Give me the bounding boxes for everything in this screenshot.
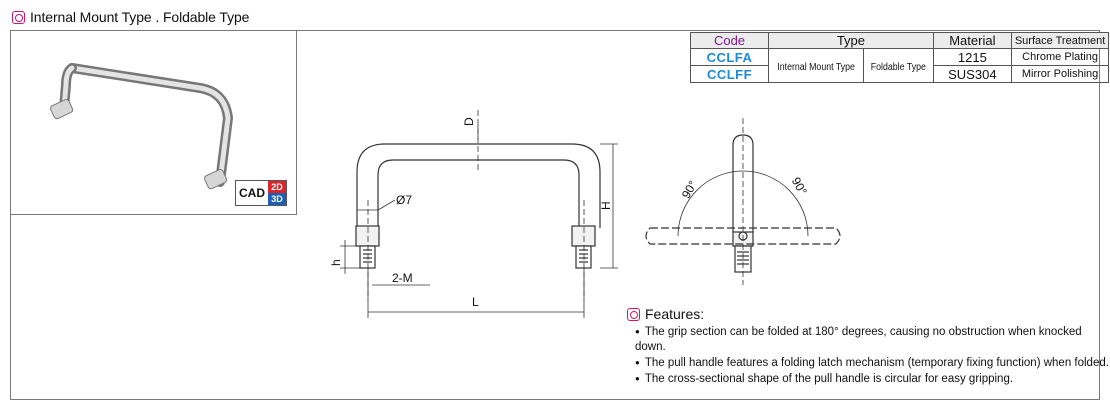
angle-right-label: 90° bbox=[789, 175, 810, 198]
features-section: Features: The grip section can be folded… bbox=[627, 306, 1110, 387]
spec-header-row: Code Type Material Surface Treatment bbox=[690, 32, 1110, 49]
table-row: CCLFF SUS304 Mirror Polishing bbox=[690, 65, 1110, 83]
section-bullet-icon bbox=[12, 10, 25, 24]
surface-cell: Chrome Plating bbox=[1010, 48, 1110, 66]
header-type: Type bbox=[768, 32, 934, 49]
spec-table: Code Type Material Surface Treatment CCL… bbox=[690, 32, 1110, 83]
cad-label: CAD bbox=[239, 186, 265, 200]
angle-left-label: 90° bbox=[679, 178, 700, 201]
code-cell[interactable]: CCLFF bbox=[690, 65, 769, 83]
dim-l-label: L bbox=[472, 295, 479, 309]
dim-diameter-label: Ø7 bbox=[396, 193, 412, 207]
type-cell-fold: Foldable Type bbox=[863, 48, 934, 83]
material-cell: 1215 bbox=[932, 48, 1012, 66]
list-item: The cross-sectional shape of the pull ha… bbox=[635, 371, 1110, 387]
cad-dims: 2D 3D bbox=[268, 181, 286, 205]
section-title: Internal Mount Type . Foldable Type bbox=[12, 8, 249, 26]
material-cell: SUS304 bbox=[932, 65, 1012, 83]
cad-2d-icon[interactable]: 2D bbox=[268, 181, 286, 193]
features-heading-text: Features: bbox=[645, 306, 705, 322]
dim-d-label: D bbox=[462, 117, 476, 126]
cad-badge[interactable]: CAD 2D 3D bbox=[235, 180, 287, 206]
dimension-lines bbox=[340, 125, 618, 318]
type-cell-mount: Internal Mount Type bbox=[767, 48, 865, 83]
table-row: CCLFA Internal Mount Type Foldable Type … bbox=[690, 48, 1110, 83]
header-material: Material bbox=[932, 32, 1012, 49]
surface-cell: Mirror Polishing bbox=[1010, 65, 1110, 83]
list-item: The pull handle features a folding latch… bbox=[635, 355, 1110, 371]
features-heading: Features: bbox=[627, 306, 1110, 322]
content-frame bbox=[10, 30, 1100, 400]
list-item: The grip section can be folded at 180° d… bbox=[635, 324, 1110, 355]
header-code: Code bbox=[690, 32, 769, 49]
type-fold-text: Foldable Type bbox=[870, 62, 927, 73]
type-mount-text: Internal Mount Type bbox=[777, 62, 855, 73]
section-title-text: Internal Mount Type . Foldable Type bbox=[30, 9, 250, 25]
cad-3d-icon[interactable]: 3D bbox=[268, 193, 286, 205]
dim-h-label: H bbox=[599, 201, 613, 210]
product-photo-handle-icon bbox=[50, 63, 234, 190]
header-surface: Surface Treatment bbox=[1010, 32, 1110, 49]
product-photo-box bbox=[10, 30, 297, 215]
dim-small-h-label: h bbox=[329, 259, 343, 266]
features-bullet-icon bbox=[627, 307, 640, 321]
features-list: The grip section can be folded at 180° d… bbox=[635, 324, 1110, 387]
dim-2m-label: 2-M bbox=[392, 271, 413, 285]
code-cell[interactable]: CCLFA bbox=[690, 48, 769, 66]
side-view-drawing bbox=[645, 118, 841, 285]
